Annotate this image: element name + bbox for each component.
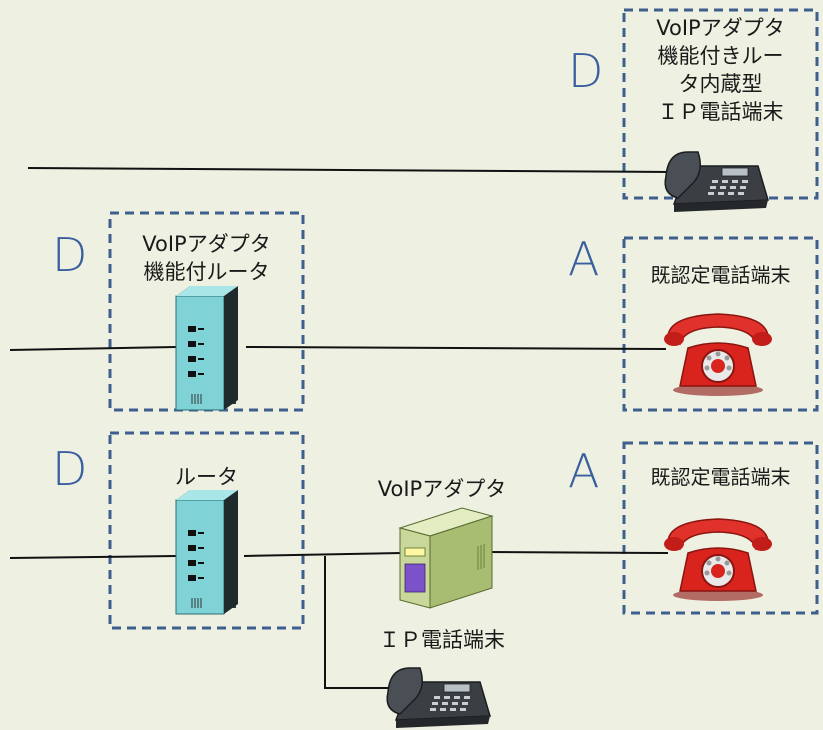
label-line: VoIPアダプタ	[656, 16, 785, 40]
label-ip-phone: ＩＰ電話端末	[379, 628, 505, 652]
letter-bottom-right-a: A	[568, 444, 600, 498]
dashed-box-bottom-left	[108, 431, 305, 630]
label-mid-right-device: 既認定電話端末	[650, 263, 791, 287]
line-bottom-right	[487, 551, 669, 554]
label-line: ＩＰ電話端末	[657, 100, 784, 124]
label-voip-adapter: VoIPアダプタ	[377, 477, 507, 501]
letter-top-right-d: D	[568, 44, 604, 98]
line-bottom-center	[243, 552, 403, 557]
line-mid-right	[245, 346, 667, 350]
label-line: 機能付きルー	[657, 44, 784, 68]
label-top-device: VoIPアダプタ 機能付きルー タ内蔵型 ＩＰ電話端末	[626, 14, 815, 126]
dashed-box-top-right	[622, 8, 819, 200]
line-to-ip-phone	[324, 556, 398, 689]
letter-mid-right-a: A	[568, 232, 600, 286]
line-mid-left	[9, 346, 177, 351]
line-top	[27, 167, 673, 173]
dashed-box-mid-right	[622, 236, 819, 412]
label-line: 機能付ルータ	[143, 260, 270, 284]
router-icon	[175, 285, 239, 411]
letter-bottom-left-d: D	[52, 442, 88, 496]
dashed-box-bottom-right	[622, 441, 819, 615]
line-bottom-left	[9, 555, 177, 559]
router-icon	[175, 489, 239, 615]
ip-phone-icon	[664, 151, 769, 213]
label-mid-left-device: VoIPアダプタ 機能付ルータ	[112, 230, 301, 286]
label-line: タ内蔵型	[678, 72, 763, 96]
red-telephone-icon	[663, 518, 773, 602]
label-bottom-right-device: 既認定電話端末	[650, 465, 791, 489]
letter-mid-left-d: D	[52, 228, 88, 282]
voip-adapter-icon	[398, 507, 494, 609]
ip-phone-icon	[386, 667, 491, 729]
red-telephone-icon	[663, 313, 773, 397]
label-bottom-left-device: ルータ	[175, 465, 238, 489]
label-line: VoIPアダプタ	[142, 232, 271, 256]
